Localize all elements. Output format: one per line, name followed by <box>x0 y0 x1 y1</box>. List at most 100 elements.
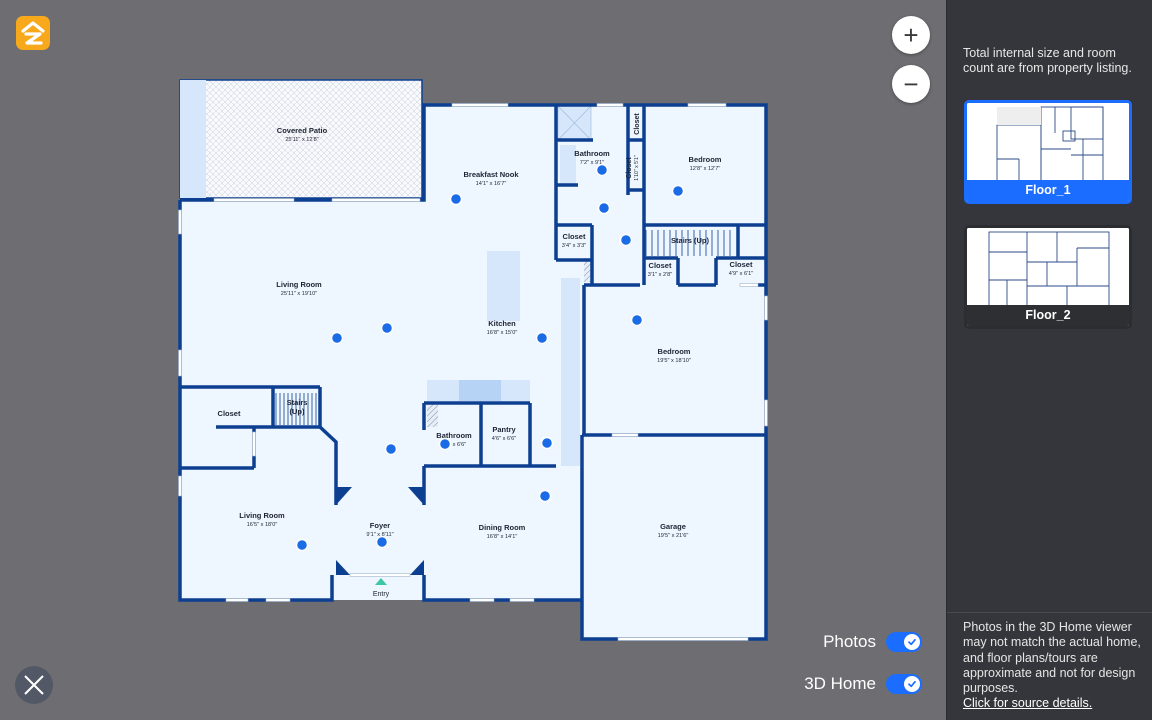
room-closet-top-small[interactable]: Closet <box>634 113 641 135</box>
room-closet-stairs-right[interactable]: Closet 4'9" x 6'1" <box>729 260 753 277</box>
photo-hotspot[interactable] <box>619 233 633 247</box>
zoom-in-button[interactable]: + <box>892 16 930 54</box>
photo-hotspot[interactable] <box>595 163 609 177</box>
floor-2-thumbnail <box>967 228 1129 308</box>
svg-text:3'4" x 3'3": 3'4" x 3'3" <box>562 243 586 249</box>
entry-angles <box>336 487 424 575</box>
room-stairs-up-left[interactable]: Stairs (Up) <box>287 398 308 416</box>
room-dining-room[interactable]: Dining Room 16'8" x 14'1" <box>479 523 526 540</box>
svg-text:Breakfast Nook: Breakfast Nook <box>463 170 519 179</box>
svg-text:19'5" x 21'6": 19'5" x 21'6" <box>658 533 689 539</box>
room-closet-mid[interactable]: Closet 3'4" x 3'3" <box>562 232 586 249</box>
photos-toggle-row: Photos <box>823 630 922 654</box>
svg-text:Dining Room: Dining Room <box>479 523 526 532</box>
entry-marker: Entry <box>373 578 390 598</box>
fixtures <box>275 105 731 466</box>
floor-2-card[interactable]: Floor_2 <box>964 225 1132 329</box>
photo-hotspot[interactable] <box>375 535 389 549</box>
room-labels: Covered Patio 25'11" x 12'8" Breakfast N… <box>218 113 754 540</box>
listing-info-text: Total internal size and room count are f… <box>963 46 1132 75</box>
svg-text:4'6" x 6'6": 4'6" x 6'6" <box>492 436 516 442</box>
room-bedroom-right[interactable]: Bedroom 19'5" x 18'10" <box>657 347 691 364</box>
photo-hotspot[interactable] <box>630 313 644 327</box>
svg-text:Living Room: Living Room <box>239 511 285 520</box>
svg-text:Stairs: Stairs <box>287 398 308 407</box>
room-covered-patio[interactable]: Covered Patio 25'11" x 12'8" <box>277 126 328 143</box>
source-details-link[interactable]: Click for source details. <box>963 696 1093 711</box>
photos-toggle[interactable] <box>886 632 922 652</box>
photo-hotspot[interactable] <box>540 436 554 450</box>
room-living-room-lower[interactable]: Living Room 16'5" x 18'0" <box>239 511 285 528</box>
svg-text:Closet: Closet <box>730 260 753 269</box>
room-closet-stairs-left[interactable]: Closet 3'1" x 2'8" <box>648 261 672 278</box>
zillow-logo <box>16 16 50 50</box>
room-bedroom-top[interactable]: Bedroom 12'8" x 12'7" <box>689 155 722 172</box>
svg-text:Closet: Closet <box>634 113 641 135</box>
svg-text:Garage: Garage <box>660 522 686 531</box>
svg-text:16'8" x 15'0": 16'8" x 15'0" <box>487 330 518 336</box>
svg-text:Stairs (Up): Stairs (Up) <box>671 236 709 245</box>
svg-text:Kitchen: Kitchen <box>488 319 516 328</box>
floor-1-thumbnail <box>967 103 1129 183</box>
photo-hotspot[interactable] <box>384 442 398 456</box>
check-icon <box>908 638 916 646</box>
svg-text:25'11" x 19'10": 25'11" x 19'10" <box>281 291 318 297</box>
check-icon <box>908 680 916 688</box>
toggle-knob <box>904 634 920 650</box>
room-kitchen[interactable]: Kitchen 16'8" x 15'0" <box>487 319 518 336</box>
svg-text:3'1" x 2'8": 3'1" x 2'8" <box>648 272 672 278</box>
svg-text:Closet: Closet <box>649 261 672 270</box>
photo-hotspot[interactable] <box>438 437 452 451</box>
photo-hotspot[interactable] <box>535 331 549 345</box>
disclaimer-body: Photos in the 3D Home viewer may not mat… <box>963 620 1141 696</box>
room-bathroom-mid[interactable]: Bathroom 5'4" x 6'6" <box>436 431 472 448</box>
toggle-knob <box>904 676 920 692</box>
3d-home-toggle-label: 3D Home <box>804 674 876 693</box>
svg-text:1'10" x 5'1": 1'10" x 5'1" <box>634 155 640 181</box>
sidebar-divider <box>947 612 1152 613</box>
photo-hotspot[interactable] <box>449 192 463 206</box>
svg-text:19'5" x 18'10": 19'5" x 18'10" <box>657 358 691 364</box>
room-living-room-main[interactable]: Living Room 25'11" x 19'10" <box>276 280 322 297</box>
svg-text:Closet: Closet <box>563 232 586 241</box>
3d-home-toggle[interactable] <box>886 674 922 694</box>
plus-icon: + <box>903 20 919 50</box>
close-button[interactable] <box>15 666 53 704</box>
room-bathroom-top[interactable]: Bathroom 7'2" x 9'1" <box>574 149 610 166</box>
photo-hotspot[interactable] <box>671 184 685 198</box>
room-foyer[interactable]: Foyer 9'1" x 8'11" <box>366 521 393 538</box>
svg-text:5'4" x 6'6": 5'4" x 6'6" <box>442 442 466 448</box>
room-stairs-up-right[interactable]: Stairs (Up) <box>671 236 709 245</box>
svg-text:14'1" x 16'7": 14'1" x 16'7" <box>476 181 507 187</box>
svg-text:Bathroom: Bathroom <box>436 431 472 440</box>
3d-home-toggle-row: 3D Home <box>804 672 922 696</box>
svg-text:Bathroom: Bathroom <box>574 149 610 158</box>
svg-text:Closet: Closet <box>218 409 241 418</box>
floorplan-viewer[interactable]: Covered Patio 25'11" x 12'8" Breakfast N… <box>0 0 946 720</box>
room-closet-top-vertical[interactable]: Closet 1'10" x 5'1" <box>626 155 640 181</box>
floor-1-card[interactable]: Floor_1 <box>964 100 1132 204</box>
floor-plan[interactable]: Covered Patio 25'11" x 12'8" Breakfast N… <box>0 0 946 720</box>
svg-text:Pantry: Pantry <box>492 425 516 434</box>
photo-hotspot[interactable] <box>597 201 611 215</box>
room-garage[interactable]: Garage 19'5" x 21'6" <box>658 522 689 539</box>
photo-hotspot[interactable] <box>330 331 344 345</box>
close-icon <box>24 675 44 695</box>
svg-text:Covered Patio: Covered Patio <box>277 126 328 135</box>
floor-sidebar: Total internal size and room count are f… <box>946 0 1152 720</box>
svg-text:Bedroom: Bedroom <box>658 347 691 356</box>
zoom-out-button[interactable]: − <box>892 65 930 103</box>
windows <box>178 103 768 641</box>
room-closet-left[interactable]: Closet <box>218 409 241 418</box>
room-pantry[interactable]: Pantry 4'6" x 6'6" <box>492 425 517 442</box>
svg-text:Living Room: Living Room <box>276 280 322 289</box>
svg-text:(Up): (Up) <box>290 407 305 416</box>
svg-text:Closet: Closet <box>626 157 633 179</box>
photo-hotspot[interactable] <box>538 489 552 503</box>
photo-hotspot[interactable] <box>295 538 309 552</box>
photo-hotspot[interactable] <box>380 321 394 335</box>
svg-text:16'5" x 18'0": 16'5" x 18'0" <box>247 522 278 528</box>
room-breakfast-nook[interactable]: Breakfast Nook 14'1" x 16'7" <box>463 170 519 187</box>
covered-patio-area <box>179 79 423 199</box>
svg-text:12'8" x 12'7": 12'8" x 12'7" <box>690 166 721 172</box>
